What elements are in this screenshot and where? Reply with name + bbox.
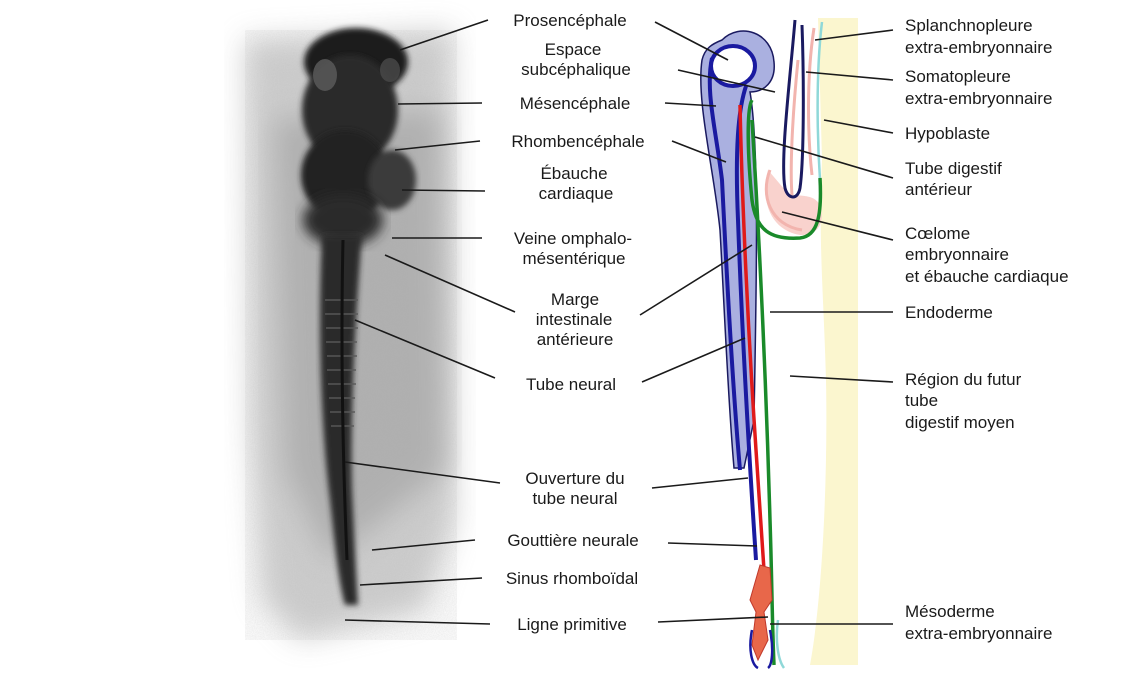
sagittal-schematic	[701, 18, 858, 668]
label-ouverture-2: tube neural	[532, 489, 617, 508]
label-splanch-1: Splanchnopleure	[905, 16, 1033, 35]
label-marge-1: Marge	[551, 290, 599, 309]
labels-right: Splanchnopleure extra-embryonnaire Somat…	[905, 16, 1069, 643]
label-ebauche-2: cardiaque	[539, 184, 614, 203]
label-rhombencephale: Rhombencéphale	[511, 132, 644, 151]
label-veine-1: Veine omphalo-	[514, 229, 632, 248]
embryo-photograph	[245, 28, 457, 640]
label-sinus: Sinus rhomboïdal	[506, 569, 638, 588]
label-endoderme: Endoderme	[905, 303, 993, 322]
label-splanch-2: extra-embryonnaire	[905, 38, 1052, 57]
label-ebauche-1: Ébauche	[540, 164, 607, 183]
label-region-2: tube	[905, 391, 938, 410]
label-espace-2: subcéphalique	[521, 60, 631, 79]
label-somato-1: Somatopleure	[905, 67, 1011, 86]
label-marge-2: intestinale	[536, 310, 613, 329]
label-espace-1: Espace	[545, 40, 602, 59]
label-region-3: digestif moyen	[905, 413, 1015, 432]
label-mesoderme-1: Mésoderme	[905, 602, 995, 621]
label-tubedig-2: antérieur	[905, 180, 972, 199]
label-mesoderme-2: extra-embryonnaire	[905, 624, 1052, 643]
label-tubedig-1: Tube digestif	[905, 159, 1002, 178]
labels-left: Prosencéphale Espace subcéphalique Mésen…	[506, 11, 645, 634]
label-ouverture-1: Ouverture du	[525, 469, 624, 488]
label-tube-neural: Tube neural	[526, 375, 616, 394]
label-prosencephale: Prosencéphale	[513, 11, 626, 30]
label-coelome-2: embryonnaire	[905, 245, 1009, 264]
label-ligne: Ligne primitive	[517, 615, 627, 634]
label-coelome-3: et ébauche cardiaque	[905, 267, 1069, 286]
label-marge-3: antérieure	[537, 330, 614, 349]
label-region-1: Région du futur	[905, 370, 1022, 389]
label-hypoblaste: Hypoblaste	[905, 124, 990, 143]
label-coelome-1: Cœlome	[905, 224, 970, 243]
coelom-shape	[765, 170, 821, 235]
label-veine-2: mésentérique	[522, 249, 625, 268]
forebrain-vesicle	[711, 46, 755, 86]
primitive-streak	[750, 565, 772, 660]
label-mesencephale: Mésencéphale	[520, 94, 631, 113]
label-gouttiere: Gouttière neurale	[507, 531, 638, 550]
label-somato-2: extra-embryonnaire	[905, 89, 1052, 108]
